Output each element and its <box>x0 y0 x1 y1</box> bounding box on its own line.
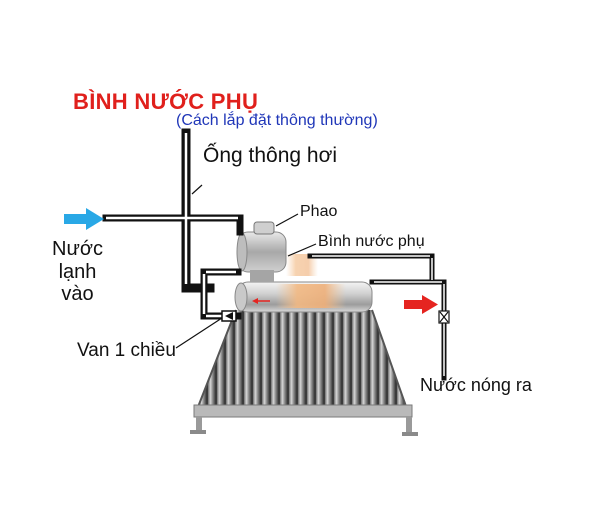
label-cold-water-in: Nước lạnh vào <box>52 238 103 306</box>
diagram-title: BÌNH NƯỚC PHỤ <box>73 89 259 114</box>
main-tank <box>234 281 373 313</box>
leader-lines <box>175 184 317 349</box>
collector-tubes <box>190 309 418 436</box>
label-cold-water-in-line3: vào <box>61 283 94 306</box>
label-check-valve: Van 1 chiều <box>77 340 176 361</box>
hot-outlet-valve-icon <box>438 310 450 324</box>
diagram-subtitle: (Cách lắp đặt thông thường) <box>176 112 378 129</box>
check-valve-icon <box>221 310 237 322</box>
label-float: Phao <box>300 203 338 220</box>
label-aux-tank: Bình nước phụ <box>318 233 425 250</box>
hot-water-arrow-icon <box>404 295 438 314</box>
label-vent-pipe: Ống thông hơi <box>203 144 338 167</box>
label-hot-water-out: Nước nóng ra <box>420 375 532 395</box>
aux-tank <box>236 221 318 282</box>
cold-water-arrow-icon <box>64 208 104 230</box>
label-cold-water-in-line2: lạnh <box>58 260 97 283</box>
label-cold-water-in-line1: Nước <box>52 238 103 260</box>
